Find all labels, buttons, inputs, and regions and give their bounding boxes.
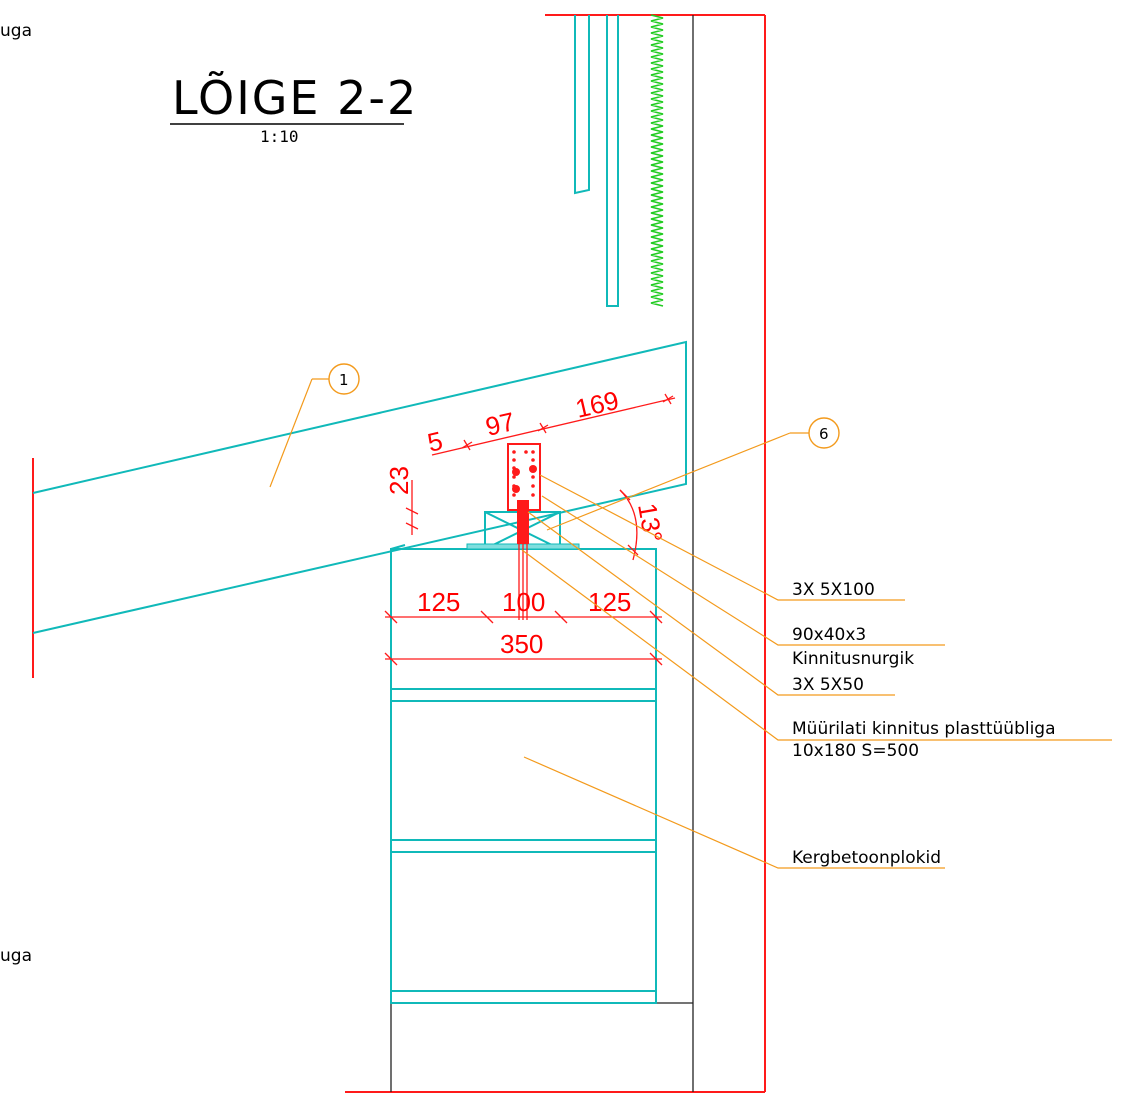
rafter-beam (32, 340, 687, 634)
margin-note-top: uga (0, 21, 32, 41)
margin-note-bottom: uga (0, 946, 32, 966)
callout-bubble-6 (546, 417, 840, 531)
dimension-angle (619, 489, 639, 561)
label-screw-100: 3X 5X100 (792, 580, 875, 600)
angle-bracket (507, 443, 541, 511)
cladding-strips (574, 15, 619, 307)
label-leaders (521, 474, 1112, 869)
dim-5: 5 (425, 425, 446, 457)
dim-169: 169 (573, 385, 622, 424)
dim-125-right: 125 (588, 587, 631, 617)
bubble-6-text: 6 (819, 425, 829, 443)
section-scale: 1:10 (260, 127, 299, 146)
wall-boundary (32, 14, 766, 1093)
label-wallplate-spec: 10x180 S=500 (792, 741, 919, 761)
insulation-strip (650, 14, 664, 307)
anchor-bolt (517, 500, 529, 620)
dim-13deg: 13° (632, 501, 668, 545)
bubble-1-text: 1 (339, 371, 349, 389)
label-wallplate-fix: Müürilati kinnitus plasttüübliga (792, 719, 1056, 739)
dimension-row-1 (384, 610, 663, 624)
label-bracket-name: Kinnitusnurgik (792, 649, 914, 669)
label-blocks: Kergbetoonplokid (792, 848, 941, 868)
dim-350: 350 (500, 629, 543, 659)
dim-100: 100 (502, 587, 545, 617)
dim-125-left: 125 (417, 587, 460, 617)
dimension-row-2 (384, 652, 663, 666)
dim-97: 97 (483, 406, 518, 442)
label-bracket-size: 90x40x3 (792, 625, 866, 645)
callout-bubble-1 (269, 363, 360, 488)
dimension-23 (405, 480, 419, 535)
label-screw-50: 3X 5X50 (792, 675, 864, 695)
section-title: LÕIGE 2-2 (172, 71, 418, 125)
wall-inner-lines (390, 15, 694, 1092)
dim-23: 23 (384, 466, 414, 495)
dimension-rafter (431, 393, 676, 456)
